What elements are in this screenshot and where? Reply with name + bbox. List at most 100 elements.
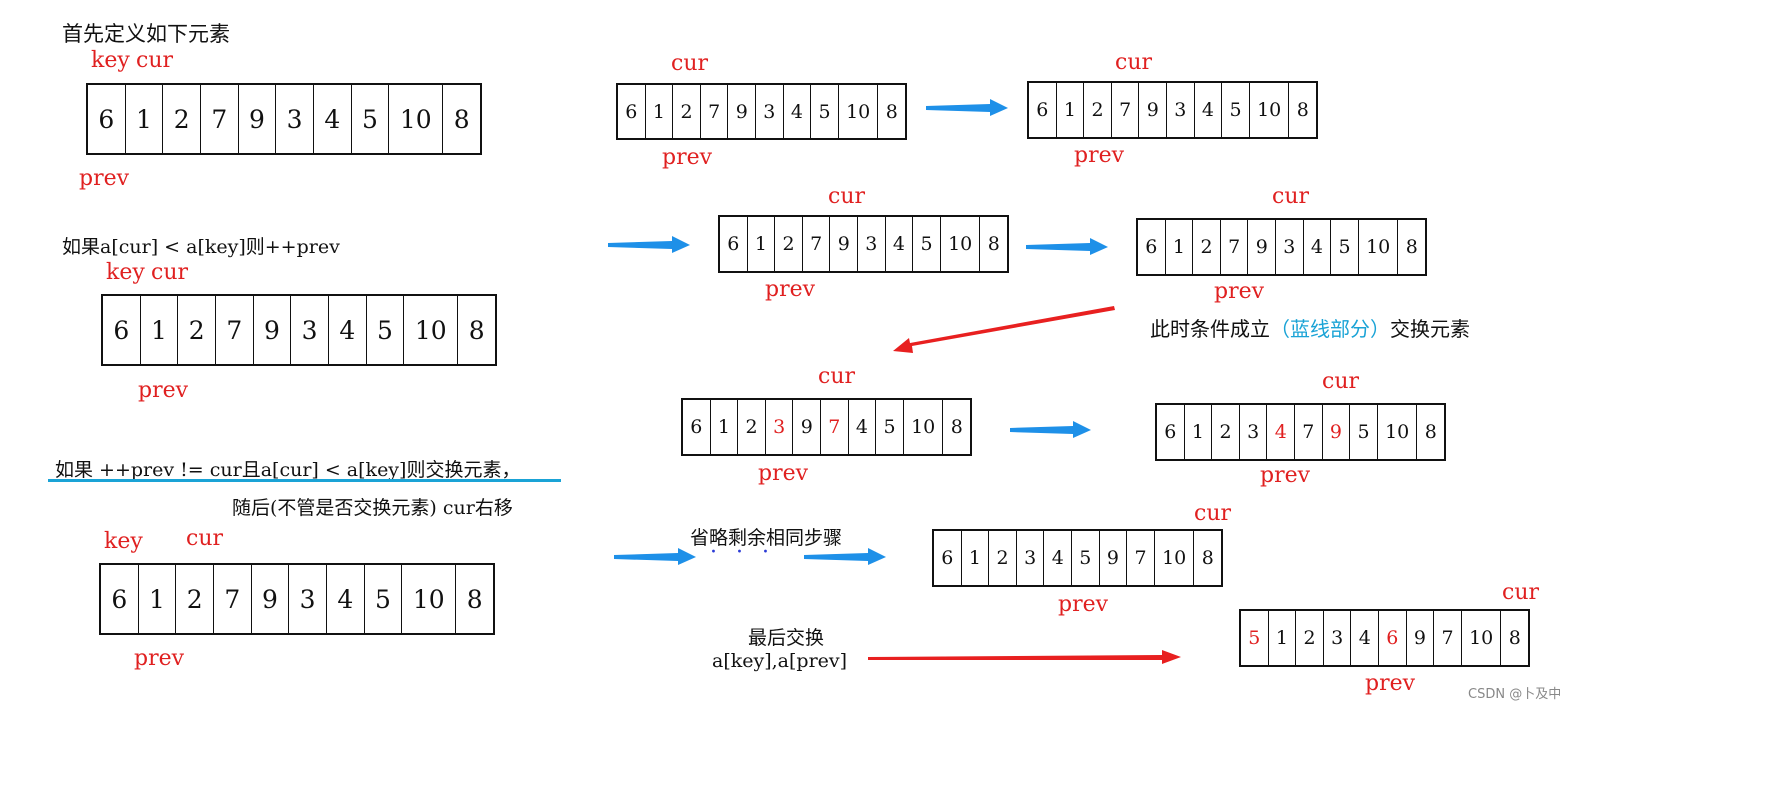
array-cell: 2: [1084, 83, 1112, 137]
final-swap-text: a[key],a[prev]: [712, 650, 848, 672]
array-cell: 3: [1276, 220, 1304, 274]
cur-label: cur: [818, 364, 856, 389]
prev-label: prev: [134, 646, 185, 671]
array-cell: 3: [766, 400, 794, 454]
array-cell: 10: [941, 217, 981, 271]
array-cell: 5: [876, 400, 904, 454]
array-cell: 8: [1424, 421, 1437, 443]
array-cell: 10: [1462, 611, 1502, 665]
array-cell: 4: [1195, 83, 1223, 137]
array-cell: 2: [989, 531, 1017, 585]
array-cell: 6: [618, 85, 646, 138]
key-label: key: [106, 260, 145, 285]
array-cell: 2: [1212, 405, 1240, 459]
array-cell: 1: [748, 217, 776, 271]
array-cell: 4: [886, 217, 914, 271]
array-cell: 9: [1323, 405, 1351, 459]
red-arrow: [868, 650, 1181, 664]
array-cell: 6: [683, 400, 711, 454]
prev-label: prev: [1260, 463, 1311, 488]
array-cell: 7: [216, 296, 254, 364]
array-cell: 5: [1350, 405, 1378, 459]
rule2-caption: 如果 ++prev != cur且a[cur] < a[key]则交换元素，: [55, 459, 521, 481]
array-cell: 3: [289, 565, 327, 633]
array-cell: 1: [646, 85, 674, 138]
array-cell: 7: [1295, 405, 1323, 459]
array-cell: 4: [1044, 531, 1073, 585]
array-cell: 8: [1201, 547, 1214, 569]
array-cell: 3: [756, 85, 784, 138]
array-cell: 4: [1351, 611, 1380, 665]
array-cell: 9: [1139, 83, 1168, 137]
array-cell: 9: [254, 296, 292, 364]
ellipsis-dots: · · ·: [710, 540, 775, 565]
array-cell: 7: [1434, 611, 1462, 665]
array-cell: 4: [784, 85, 812, 138]
array-cell: 8: [466, 584, 483, 614]
array-cell: 6: [1157, 405, 1185, 459]
array-cell: 6: [103, 296, 141, 364]
array-cell: 6: [720, 217, 748, 271]
array-cell: 3: [1324, 611, 1352, 665]
array-cell: 5: [1222, 83, 1250, 137]
array-cell: 2: [163, 85, 201, 153]
array-cell: 4: [1304, 220, 1332, 274]
array-cell: 9: [252, 565, 290, 633]
array-cell: 3: [276, 85, 314, 153]
array-cell: 2: [178, 296, 216, 364]
array-cell: 8: [1405, 236, 1418, 258]
array-cell: 8: [468, 315, 485, 345]
condition-action: 交换元素: [1390, 317, 1470, 341]
array-cell: 7: [1221, 220, 1249, 274]
array-cell: 4: [314, 85, 352, 153]
array-cell: 7: [1127, 531, 1155, 585]
cur-label: cur: [1194, 501, 1232, 526]
intro-caption: 首先定义如下元素: [62, 22, 230, 46]
condition-text: 此时条件成立: [1150, 317, 1270, 341]
array-cell: 10: [404, 296, 459, 364]
array-cell: 5: [811, 85, 839, 138]
array-cell: 6: [88, 85, 126, 153]
array-cell: 5: [367, 296, 405, 364]
cur-label: cur: [671, 51, 709, 76]
array-cell: 9: [1100, 531, 1128, 585]
array-cell: 1: [1269, 611, 1297, 665]
cur-label: cur: [1272, 184, 1310, 209]
array-cell: 4: [327, 565, 365, 633]
array-cell: 1: [1185, 405, 1213, 459]
rule2-underline: [48, 479, 561, 482]
array-cell: 7: [821, 400, 849, 454]
array-cell: 1: [1057, 83, 1085, 137]
array-cell: 3: [1167, 83, 1195, 137]
array-cell: 7: [803, 217, 831, 271]
array-cell: 10: [1378, 405, 1418, 459]
array-cell: 5: [1072, 531, 1100, 585]
array-cell: 8: [950, 416, 963, 438]
cur-label: cur: [1115, 50, 1153, 75]
prev-label: prev: [1214, 279, 1265, 304]
array-cell: 8: [987, 233, 1000, 255]
array-cell: 10: [1250, 83, 1290, 137]
cur-label: cur: [136, 48, 174, 73]
array-cell: 7: [214, 565, 252, 633]
array-cell: 3: [1240, 405, 1268, 459]
skip-caption: 省略剩余相同步骤: [690, 527, 843, 549]
cur-label: cur: [1502, 580, 1540, 605]
prev-label: prev: [758, 461, 809, 486]
array-cell: 9: [793, 400, 822, 454]
array-cell: 10: [839, 85, 879, 138]
array-cell: 9: [1248, 220, 1277, 274]
watermark: CSDN @卜及中: [1468, 687, 1562, 702]
rule2b-caption: 随后(不管是否交换元素) cur右移: [232, 497, 513, 519]
array-cell: 9: [728, 85, 757, 138]
prev-label: prev: [1365, 671, 1416, 696]
condition-blue-note: （蓝线部分）: [1270, 317, 1390, 341]
blue-arrow: [608, 236, 690, 253]
array-cell: 8: [1508, 627, 1521, 649]
